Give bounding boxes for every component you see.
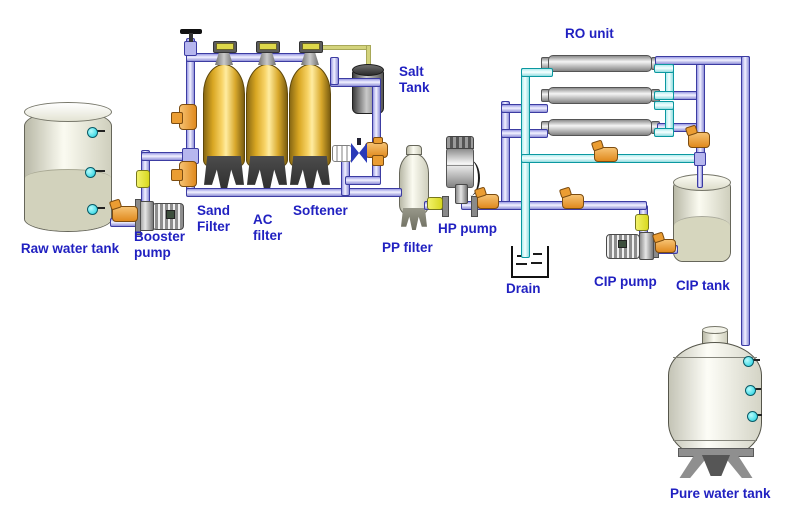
pipe-filter-bottom-line [186, 188, 402, 197]
label-hp-pump: HP pump [438, 221, 498, 236]
label-pure-water-tank: Pure water tank [670, 486, 771, 501]
cip-tank-body [673, 182, 731, 262]
label-pp-filter: PP filter [382, 240, 433, 255]
sensor-stem [95, 207, 105, 209]
pp-outlet-coupling [427, 197, 443, 210]
pipe-ro-ubend2-bottom [654, 128, 674, 137]
drain-cup [511, 246, 549, 278]
sensor-stem [95, 130, 105, 132]
ro-vessel-1 [548, 55, 652, 72]
manual-valve-stem [189, 33, 193, 42]
ac-filter-tank [246, 64, 288, 168]
pipe-ro-feed-riser [501, 101, 510, 205]
pipe-main-line [461, 201, 647, 210]
hp-pump-pedestal [455, 184, 468, 204]
filter-backwash-valve-lower [171, 161, 197, 187]
booster-inline-coupling [136, 170, 150, 188]
raw-water-tank-water-level [25, 169, 111, 231]
manual-valve-fitting [184, 41, 197, 56]
pipe-ro-ubend1-bottom [654, 91, 674, 100]
label-ro-unit: RO unit [565, 26, 614, 41]
pipe-cluster-ubend-horizontal [345, 176, 381, 185]
cip-suction-valve [655, 239, 676, 253]
sensor-stem [755, 414, 762, 416]
pipe-ro-ubend1-top [654, 64, 674, 73]
cip-tank-liquid-level [674, 216, 730, 261]
label-cip-pump: CIP pump [594, 274, 657, 289]
bypass-valve [351, 143, 367, 163]
pipe-joint-header-tee [694, 152, 706, 166]
cip-pump-terminal-box [618, 240, 627, 248]
salt-tank-top [352, 64, 384, 76]
cip-inline-coupling [635, 214, 649, 231]
label-booster-pump: Booster pump [134, 229, 186, 261]
hp-pump-cable [468, 160, 480, 196]
hp-pump-motor [446, 148, 474, 188]
ro-vessel-2 [548, 87, 652, 104]
drain-water-dash [516, 263, 527, 265]
pure-tank-leg-center [701, 455, 731, 476]
sand-filter-head-neck [215, 51, 233, 65]
pipe-filter-top-manifold [186, 53, 314, 62]
ac-filter-legs [247, 156, 287, 190]
ro-vessel-3 [548, 119, 652, 136]
filter-backwash-valve-upper [171, 104, 197, 130]
softener-outlet-valve [365, 137, 388, 166]
pure-tank-seam-top [673, 357, 757, 358]
ac-filter-head-indicator [259, 43, 277, 50]
label-softener: Softener [293, 203, 348, 218]
label-raw-water-tank: Raw water tank [20, 241, 120, 256]
level-sensor-icon [743, 356, 754, 367]
main-line-valve [562, 194, 584, 209]
label-cip-tank: CIP tank [676, 278, 730, 293]
pipe-softener-stub [330, 57, 339, 85]
pipe-to-pure-water-tank [741, 56, 750, 346]
level-sensor-icon [87, 127, 98, 138]
ro-header-valve [688, 132, 710, 148]
booster-pump-terminal-box [166, 210, 175, 219]
softener-head-neck [301, 51, 319, 65]
drain-water-dash [531, 262, 542, 264]
hp-pump-flange-left [442, 196, 449, 217]
label-sand-filter: Sand Filter [197, 203, 231, 235]
label-drain: Drain [506, 281, 541, 296]
water-meter [332, 145, 352, 162]
pp-filter-legs [401, 208, 427, 230]
hp-pump-seam [447, 165, 473, 166]
concentrate-valve [594, 147, 618, 162]
hp-outlet-valve [477, 194, 499, 209]
pp-filter-cap [406, 145, 422, 155]
softener-tank [289, 64, 331, 168]
label-salt-tank: Salt Tank [399, 64, 430, 96]
ac-filter-head-neck [258, 51, 276, 65]
raw-water-tank-top [24, 102, 112, 122]
pipe-ro-ubend2-top [654, 101, 674, 110]
level-sensor-icon [87, 204, 98, 215]
label-ac-filter: AC filter [253, 212, 283, 244]
raw-tank-outlet-valve [112, 206, 138, 222]
level-sensor-icon [85, 167, 96, 178]
manual-valve-handle [180, 29, 202, 34]
pure-tank-seam-bottom [673, 440, 757, 441]
pipe-ro1-left-elbow [521, 68, 553, 77]
sand-filter-tank [203, 64, 245, 168]
level-sensor-icon [747, 411, 758, 422]
sand-filter-head-indicator [216, 43, 234, 50]
sensor-stem [93, 170, 105, 172]
pure-tank-neck-top [702, 326, 728, 334]
sensor-stem [751, 359, 760, 361]
softener-legs [290, 156, 330, 190]
drain-water-dash [533, 253, 542, 255]
hp-pump-top-cap [446, 136, 474, 149]
softener-head-indicator [302, 43, 320, 50]
pure-tank-legs [678, 448, 754, 478]
bypass-valve-stem [357, 138, 361, 145]
sand-filter-legs [204, 156, 244, 190]
pipe-concentrate-vertical [521, 68, 530, 258]
level-sensor-icon [745, 385, 756, 396]
sensor-stem [753, 388, 761, 390]
